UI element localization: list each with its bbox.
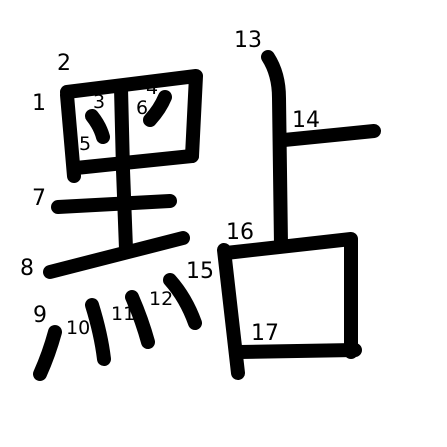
stroke-12 — [163, 273, 202, 330]
stroke-number-14: 14 — [292, 108, 320, 133]
stroke-number-5: 5 — [79, 133, 91, 155]
stroke-17 — [233, 343, 362, 359]
stroke-numbers: 1 2 3 4 5 6 7 8 9 10 11 12 13 14 15 16 1… — [20, 28, 320, 346]
stroke-10 — [85, 298, 111, 366]
stroke-7 — [51, 194, 177, 214]
stroke-11 — [125, 290, 155, 349]
stroke-number-7: 7 — [32, 186, 46, 211]
stroke-number-8: 8 — [20, 256, 34, 281]
stroke-number-11: 11 — [111, 303, 135, 325]
stroke-number-15: 15 — [186, 259, 214, 284]
stroke-number-16: 16 — [226, 220, 254, 245]
stroke-4 — [143, 90, 172, 127]
stroke-number-17: 17 — [251, 321, 279, 346]
stroke-number-2: 2 — [57, 51, 71, 76]
stroke-number-4: 4 — [146, 77, 158, 99]
stroke-9 — [33, 325, 62, 381]
stroke-number-10: 10 — [66, 317, 90, 339]
stroke-2 — [60, 69, 203, 163]
stroke-3 — [85, 109, 110, 144]
stroke-number-1: 1 — [32, 91, 46, 116]
stroke-8-vertical — [116, 163, 133, 256]
stroke-number-9: 9 — [33, 303, 47, 328]
stroke-8 — [43, 231, 190, 279]
stroke-number-3: 3 — [93, 91, 105, 113]
stroke-number-12: 12 — [149, 288, 173, 310]
stroke-6 — [69, 149, 199, 175]
stroke-13 — [261, 50, 288, 252]
stroke-14 — [277, 124, 381, 147]
stroke-number-6: 6 — [136, 97, 148, 119]
stroke-16 — [219, 232, 358, 359]
stroke-number-13: 13 — [234, 28, 262, 53]
kanji-strokes — [33, 50, 381, 381]
